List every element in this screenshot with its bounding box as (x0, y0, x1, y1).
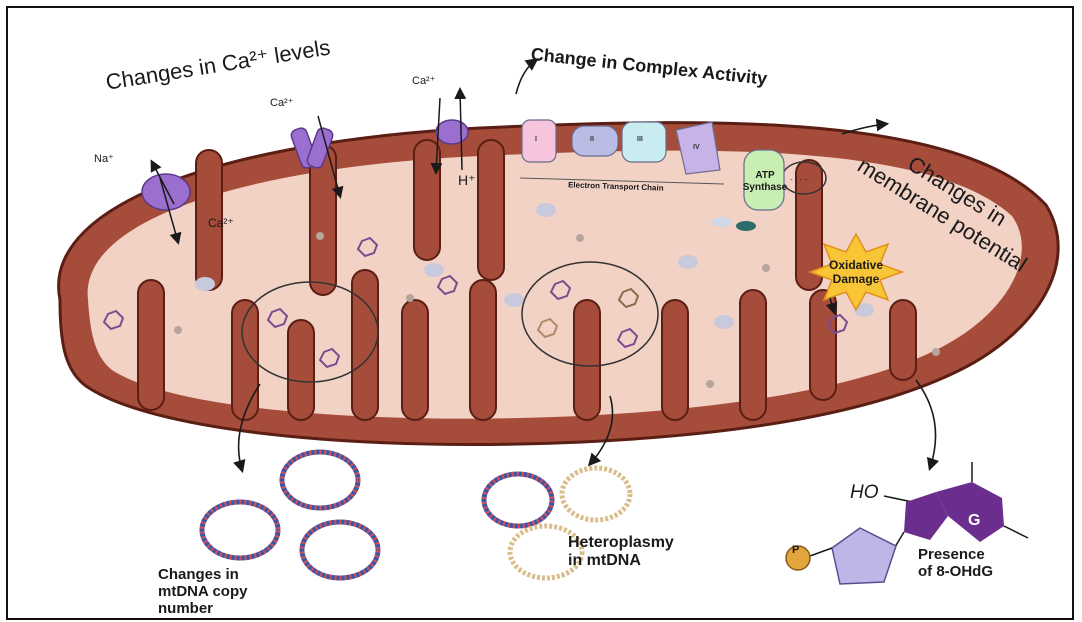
complex-ii (572, 126, 618, 156)
label-complex-iv: IV (693, 144, 700, 151)
na-ca-exchanger (142, 174, 190, 210)
mtdna-copy-number-rings (202, 452, 378, 578)
label-complex-iii: III (637, 136, 643, 143)
label-h-plus: H⁺ (458, 172, 476, 189)
label-ca-exchanger: Ca²⁺ (208, 216, 234, 230)
label-guanine: G (968, 512, 980, 530)
label-na: Na⁺ (94, 152, 114, 165)
complex-i (522, 120, 556, 162)
deoxyribose-ring (832, 528, 896, 584)
label-presence-8ohdg: Presence of 8-OHdG (918, 546, 993, 580)
complex-iii (622, 122, 666, 162)
ca-uniporter (436, 120, 468, 144)
label-phosphate: P (792, 544, 799, 556)
label-ca-uniporter: Ca²⁺ (412, 74, 436, 87)
label-complex-i: I (535, 136, 537, 143)
label-copy-number: Changes in mtDNA copy number (158, 566, 247, 617)
label-ca-channel: Ca²⁺ (270, 96, 294, 109)
label-oxidative-damage: Oxidative Damage (806, 258, 906, 286)
label-heteroplasmy: Heteroplasmy in mtDNA (568, 534, 674, 570)
label-atp-synthase: ATP Synthase (730, 170, 800, 194)
label-ho: HO (850, 482, 879, 504)
label-complex-ii: II (590, 136, 594, 143)
